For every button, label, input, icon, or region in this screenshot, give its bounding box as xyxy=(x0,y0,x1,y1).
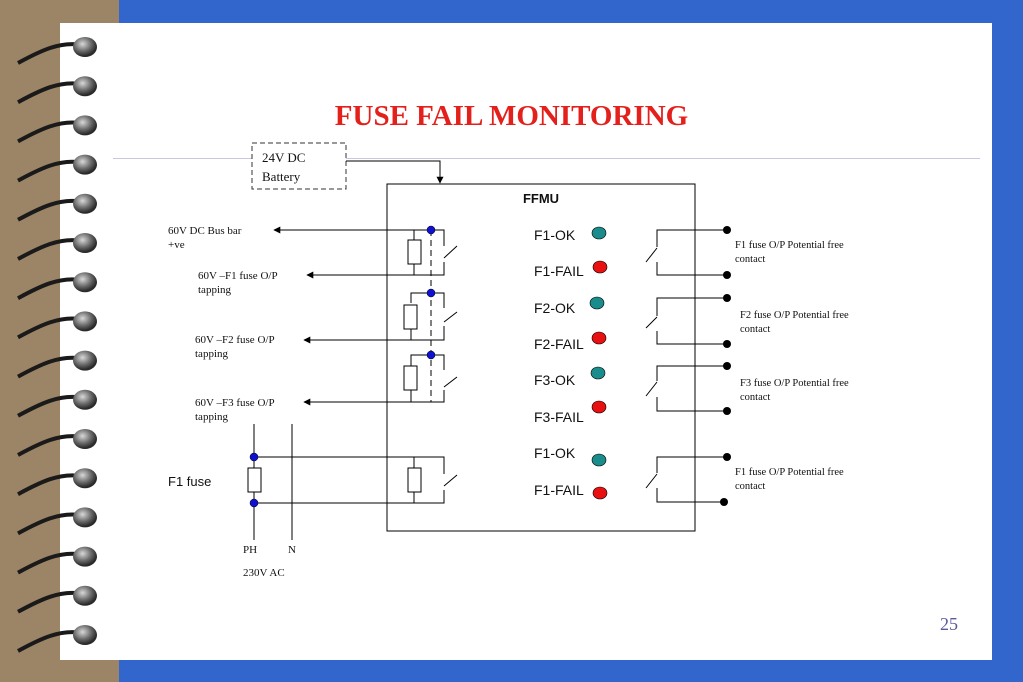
terminal-dots xyxy=(720,226,731,506)
bus-bar-label-line2: +ve xyxy=(168,239,185,251)
binding-wire xyxy=(17,316,83,340)
binding-ring xyxy=(73,233,97,253)
contact-label-line1: F2 fuse O/P Potential free xyxy=(740,310,849,321)
indicator-label: F3-OK xyxy=(534,372,576,388)
relay-coil-1 xyxy=(407,229,431,276)
indicator-label: F1-OK xyxy=(534,445,576,461)
f2-tapping-label-line2: tapping xyxy=(195,348,228,360)
binding-wire xyxy=(17,42,83,65)
contact-label-line2: contact xyxy=(740,392,770,403)
relay-coil-3 xyxy=(403,354,431,403)
ffmu-box xyxy=(386,183,696,532)
output-contact-2 xyxy=(645,297,727,345)
junction-dot xyxy=(426,350,436,360)
binding-ring xyxy=(73,468,97,489)
indicator-label: F1-OK xyxy=(534,227,576,243)
sense-switches xyxy=(431,229,458,403)
f1-tapping-label-line1: 60V –F1 fuse O/P xyxy=(198,270,278,282)
ok-led-icon xyxy=(589,296,605,310)
title-rule xyxy=(113,158,980,159)
binding-wire xyxy=(17,277,83,300)
f3-tapping-label-line1: 60V –F3 fuse O/P xyxy=(195,397,275,409)
binding-ring xyxy=(73,272,97,293)
ok-led-icon xyxy=(591,453,607,467)
battery-feed-arrow xyxy=(346,160,444,184)
output-contact-1 xyxy=(645,229,727,276)
neutral-label: N xyxy=(288,544,296,556)
contact-label-line1: F3 fuse O/P Potential free xyxy=(740,378,849,389)
indicator-label: F3-FAIL xyxy=(534,409,584,425)
binding-wire xyxy=(17,120,83,144)
junction-dot xyxy=(426,288,436,298)
battery-label-line1: 24V DC xyxy=(262,150,305,165)
binding-ring xyxy=(73,585,97,606)
binding-ring xyxy=(73,193,97,214)
binding-ring xyxy=(73,389,97,410)
fail-led-icon xyxy=(591,331,607,345)
f1-fuse-symbol xyxy=(247,467,262,493)
binding-wire xyxy=(17,590,83,614)
contact-label-line1: F1 fuse O/P Potential free xyxy=(735,467,844,478)
binding-ring xyxy=(73,115,97,136)
binding-wire xyxy=(17,81,83,104)
binding-wire xyxy=(17,159,83,183)
binding-ring xyxy=(73,311,97,332)
ok-led-icon xyxy=(591,226,607,240)
binding-ring xyxy=(73,37,97,57)
junction-dot xyxy=(249,498,259,508)
binding-ring xyxy=(73,429,97,449)
fail-led-icon xyxy=(592,486,608,500)
output-contact-4 xyxy=(645,456,727,503)
output-contact-3 xyxy=(645,365,727,412)
contact-label-line2: contact xyxy=(735,254,765,265)
slide-page xyxy=(60,23,992,660)
binding-wire xyxy=(17,238,83,261)
binding-wire xyxy=(17,434,83,457)
contact-label-line2: contact xyxy=(735,481,765,492)
spiral-binding xyxy=(17,37,97,653)
indicator-label: F2-OK xyxy=(534,300,576,316)
relay-coil-2 xyxy=(403,292,431,341)
page-number: 25 xyxy=(940,614,958,634)
supply-voltage-label: 230V AC xyxy=(243,567,285,579)
bus-bar-label-line1: 60V DC Bus bar xyxy=(168,225,242,237)
binding-wire xyxy=(17,551,83,575)
binding-ring xyxy=(73,350,97,371)
slide-title: FUSE FAIL MONITORING xyxy=(334,100,689,132)
binding-wire xyxy=(17,473,83,496)
binding-ring xyxy=(73,507,97,528)
ok-led-icon xyxy=(590,366,606,380)
relay-coil-ac xyxy=(387,456,458,504)
f2-tapping-label-line1: 60V –F2 fuse O/P xyxy=(195,334,275,346)
binding-wire xyxy=(17,512,83,536)
ffmu-label: FFMU xyxy=(523,191,559,206)
binding-wire xyxy=(17,394,83,418)
contact-label-line1: F1 fuse O/P Potential free xyxy=(735,240,844,251)
fail-led-icon xyxy=(591,400,607,414)
battery-box xyxy=(251,142,347,190)
f3-tapping-label-line2: tapping xyxy=(195,411,228,423)
f1-tapping-label-line2: tapping xyxy=(198,284,231,296)
binding-ring xyxy=(73,154,97,175)
phase-label: PH xyxy=(243,544,257,556)
indicator-label: F1-FAIL xyxy=(534,482,584,498)
binding-ring xyxy=(73,546,97,567)
contact-label-line2: contact xyxy=(740,324,770,335)
junction-dot xyxy=(249,452,259,462)
indicator-label: F1-FAIL xyxy=(534,263,584,279)
binding-wire xyxy=(17,198,83,222)
binding-wire xyxy=(17,355,83,379)
binding-ring xyxy=(73,625,97,645)
binding-ring xyxy=(73,76,97,97)
indicator-label: F2-FAIL xyxy=(534,336,584,352)
fail-led-icon xyxy=(592,260,608,274)
f1-fuse-label: F1 fuse xyxy=(168,474,211,489)
binding-wire xyxy=(17,630,83,653)
battery-label-line2: Battery xyxy=(262,169,301,184)
junction-dot xyxy=(426,225,436,235)
